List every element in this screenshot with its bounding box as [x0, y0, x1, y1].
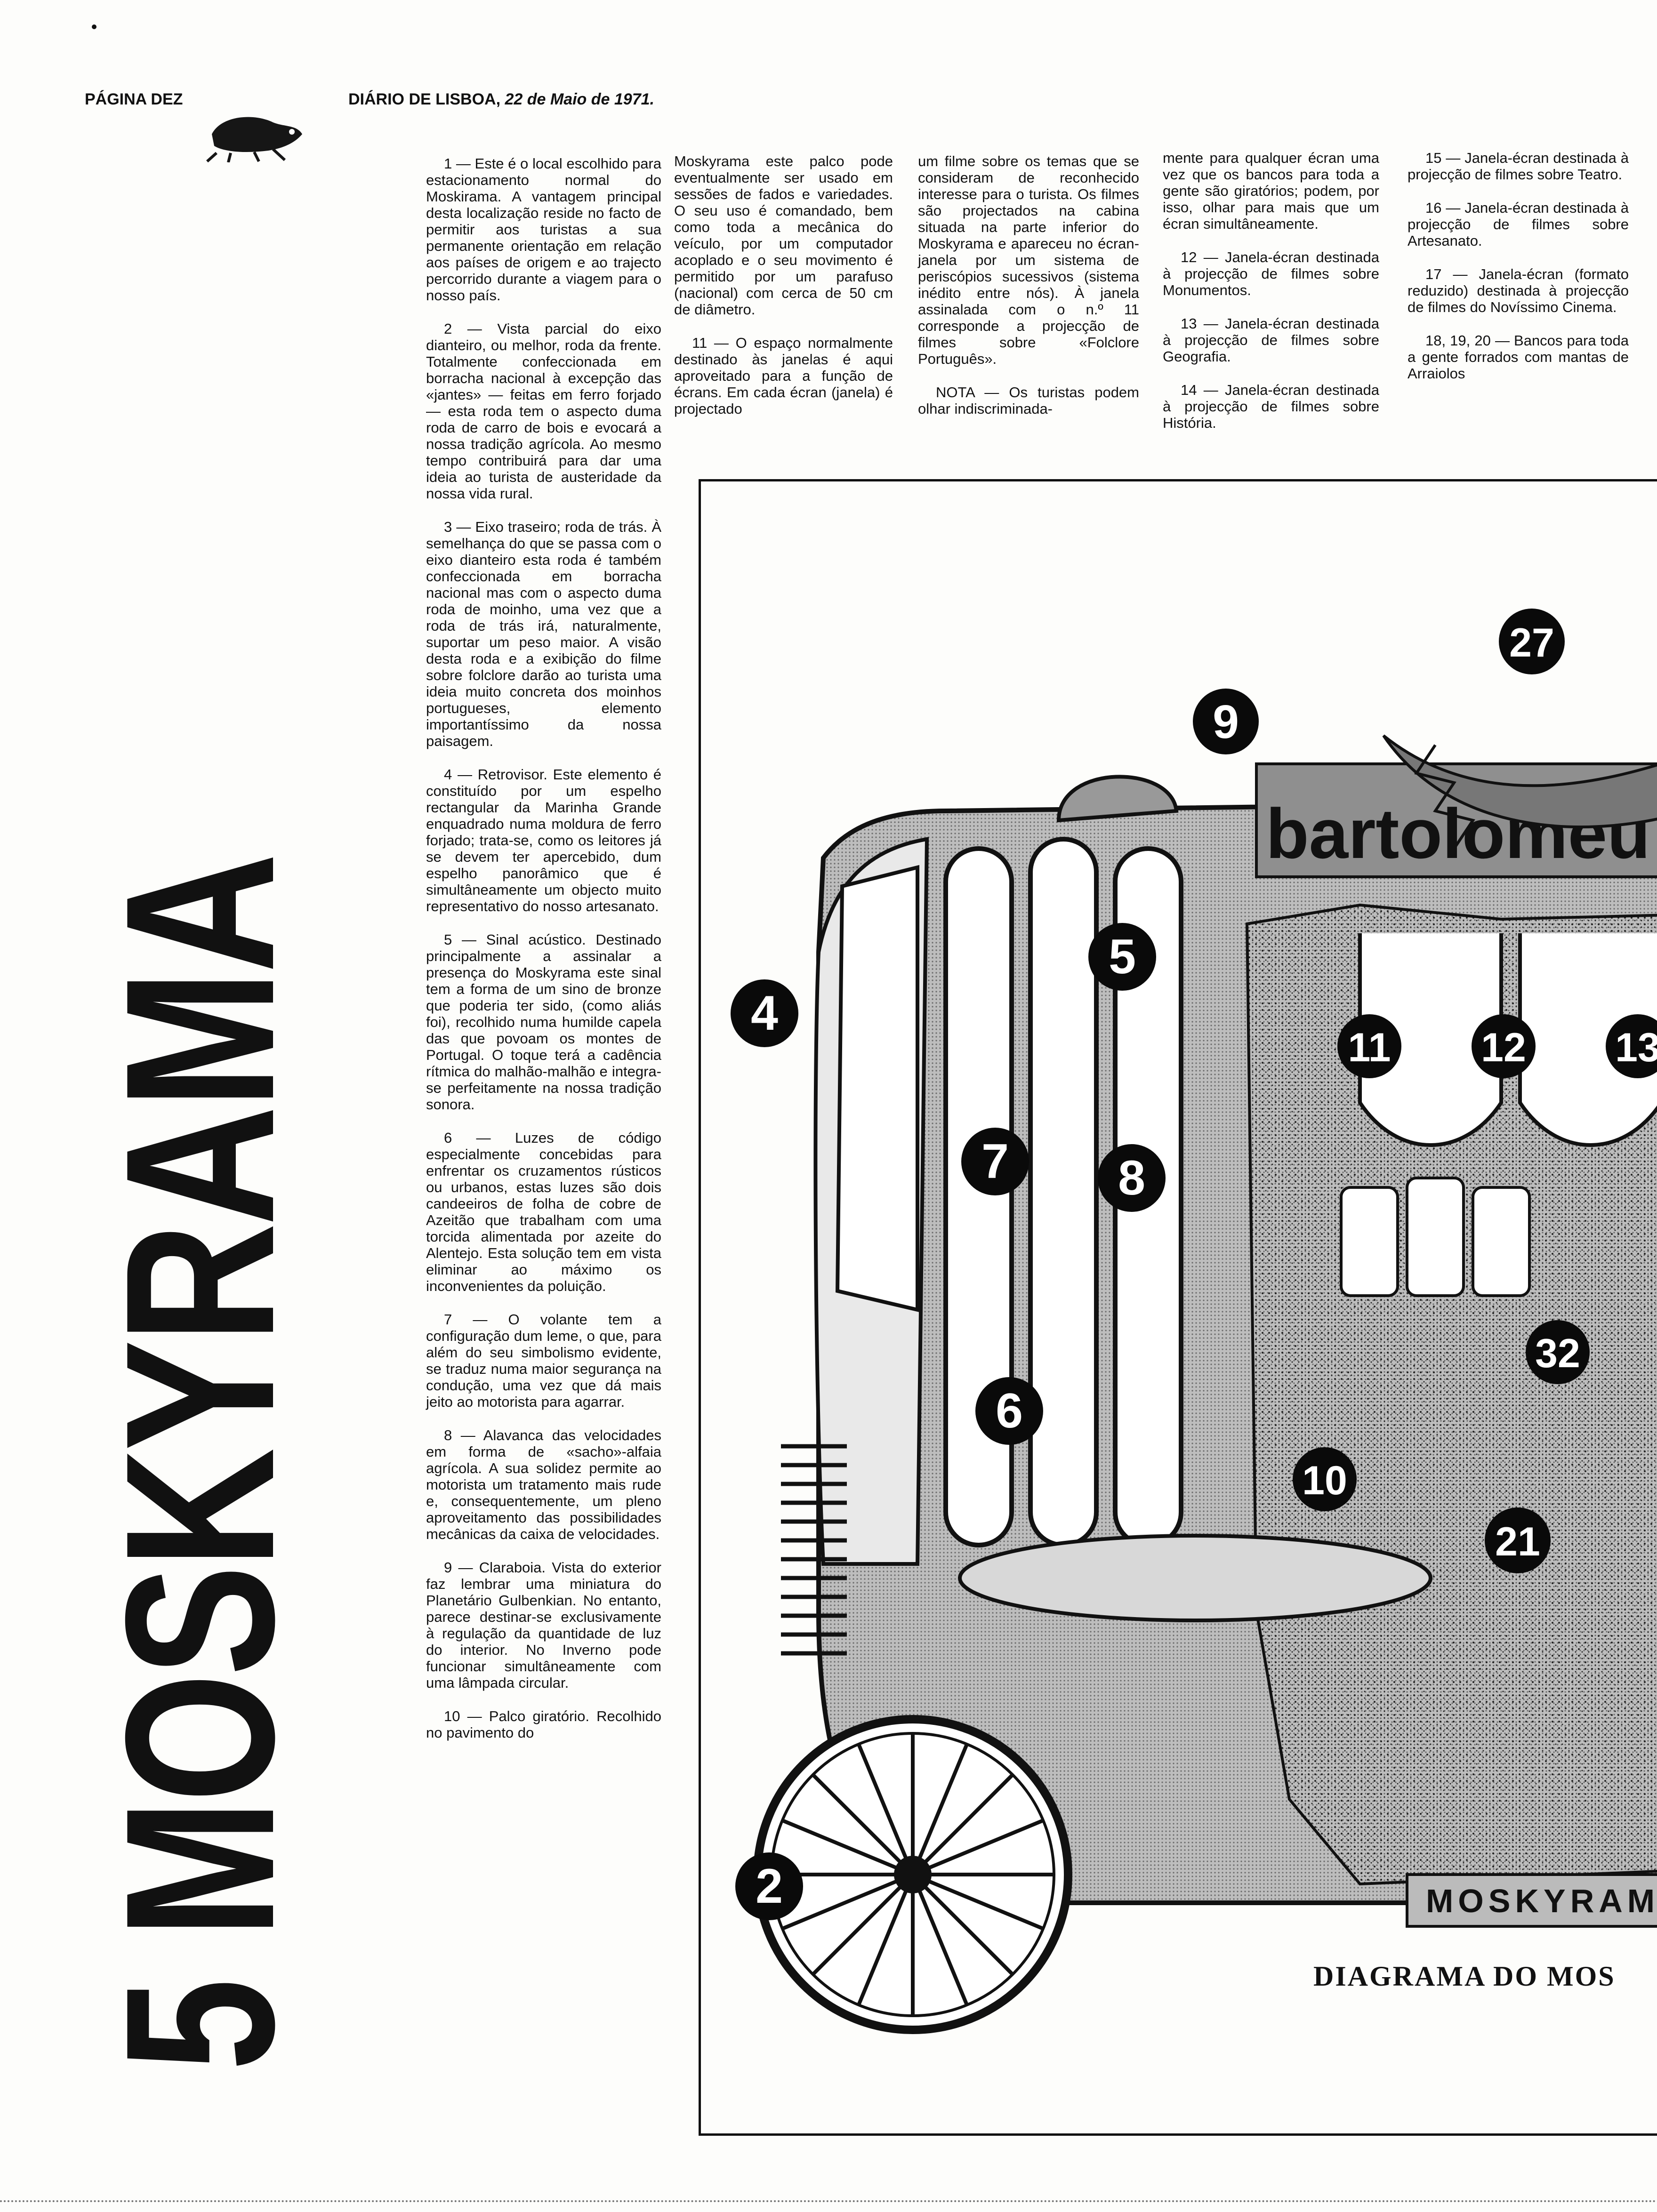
svg-text:13: 13 [1615, 1025, 1657, 1070]
paragraph: 14 — Janela-écran destinada à projecção … [1163, 382, 1379, 431]
label-dot-7: 7 [961, 1128, 1029, 1195]
svg-text:8: 8 [1118, 1151, 1145, 1205]
svg-text:10: 10 [1302, 1458, 1347, 1503]
article-column-5: 15 — Janela-écran destinada à projecção … [1408, 150, 1629, 399]
paragraph: 17 — Janela-écran (formato reduzido) des… [1408, 266, 1629, 315]
vehicle-illustration: bartolomeu pere [731, 609, 1657, 2034]
moskyrama-diagram: bartolomeu pere [699, 479, 1657, 2136]
insect-illustration [206, 117, 302, 162]
label-dot-12: 12 [1472, 1014, 1536, 1078]
screen-window [1518, 933, 1657, 1147]
paragraph: 15 — Janela-écran destinada à projecção … [1408, 150, 1629, 183]
cab-window [943, 846, 1014, 1547]
paragraph: 5 — Sinal acústico. Destinado principalm… [426, 931, 661, 1113]
interior-cutaway [1245, 903, 1657, 1886]
paragraph: 6 — Luzes de código especialmente conceb… [426, 1130, 661, 1294]
skylight-dome [1056, 775, 1179, 823]
article-column-1: 1 — Este é o local escolhido para estaci… [426, 155, 661, 1758]
paragraph: 11 — O espaço normalmente destinado às j… [674, 335, 893, 417]
paragraph: 4 — Retrovisor. Este elemento é constitu… [426, 766, 661, 914]
paragraph: 1 — Este é o local escolhido para estaci… [426, 155, 661, 304]
label-dot-13: 13 [1606, 1014, 1657, 1078]
cab-window [1028, 837, 1099, 1547]
issue-date: 22 de Maio de 1971. [505, 90, 654, 108]
svg-text:5: 5 [1109, 930, 1136, 984]
paragraph: 18, 19, 20 — Bancos para toda a gente fo… [1408, 332, 1629, 382]
label-dot-11: 11 [1337, 1014, 1401, 1078]
paragraph: 9 — Claraboia. Vista do exterior faz lem… [426, 1559, 661, 1691]
page-edge-rule [0, 2200, 1657, 2202]
label-dot-27: 27 [1499, 609, 1565, 674]
windshield [835, 865, 919, 1313]
label-dot-5: 5 [1088, 923, 1156, 991]
interior-barrels [1340, 1177, 1531, 1297]
radiator-grille [781, 1444, 847, 1656]
article-column-4: mente para qualquer écran uma vez que os… [1163, 150, 1379, 448]
svg-text:32: 32 [1535, 1331, 1580, 1376]
svg-text:6: 6 [996, 1384, 1023, 1438]
roof-decoration [1382, 734, 1657, 829]
label-dot-4: 4 [731, 979, 798, 1047]
newspaper-dateline: DIÁRIO DE LISBOA, 22 de Maio de 1971. [348, 90, 654, 109]
article-column-2: Moskyrama este palco pode eventualmente … [674, 153, 893, 434]
screen-window [1358, 933, 1503, 1147]
svg-text:12: 12 [1481, 1025, 1526, 1070]
rotating-stage [958, 1534, 1432, 1622]
plate-text: MOSKYRAMA [1426, 1883, 1657, 1919]
paragraph: 13 — Janela-écran destinada à projecção … [1163, 315, 1379, 365]
front-wheel [753, 1715, 1072, 2034]
paragraph: 12 — Janela-écran destinada à projecção … [1163, 249, 1379, 298]
svg-text:27: 27 [1509, 620, 1554, 665]
label-dot-8: 8 [1098, 1144, 1166, 1212]
label-dot-2: 2 [735, 1852, 803, 1920]
paragraph: 2 — Vista parcial do eixo dianteiro, ou … [426, 321, 661, 502]
svg-text:11: 11 [1348, 1025, 1391, 1070]
label-dot-10: 10 [1293, 1447, 1357, 1511]
newspaper-name: DIÁRIO DE LISBOA, [348, 90, 501, 108]
paragraph: um filme sobre os temas que se considera… [918, 153, 1139, 367]
headline: 5 MOSKYRAMA [81, 856, 319, 2071]
article-column-3: um filme sobre os temas que se considera… [918, 153, 1139, 434]
print-speck [92, 24, 97, 29]
paragraph: 3 — Eixo traseiro; roda de trás. À semel… [426, 519, 661, 749]
paragraph: mente para qualquer écran uma vez que os… [1163, 150, 1379, 232]
paragraph: 7 — O volante tem a configuração dum lem… [426, 1311, 661, 1410]
label-dot-9: 9 [1193, 689, 1259, 754]
spring-coil [1414, 744, 1475, 850]
label-dot-32: 32 [1526, 1320, 1590, 1384]
svg-text:2: 2 [756, 1859, 783, 1914]
svg-text:4: 4 [751, 986, 778, 1041]
svg-text:21: 21 [1495, 1519, 1540, 1564]
svg-text:9: 9 [1213, 696, 1239, 748]
label-dot-21: 21 [1485, 1507, 1551, 1573]
page-label: PÁGINA DEZ [85, 90, 183, 108]
paragraph: NOTA — Os turistas podem olhar indiscrim… [918, 384, 1139, 417]
paragraph: 16 — Janela-écran destinada à projecção … [1408, 200, 1629, 249]
label-dot-6: 6 [975, 1377, 1043, 1445]
diagram-caption: DIAGRAMA DO MOS [1313, 1961, 1616, 1992]
paragraph: 8 — Alavanca das velocidades em forma de… [426, 1427, 661, 1542]
paragraph: 10 — Palco giratório. Recolhido no pavim… [426, 1708, 661, 1741]
svg-text:7: 7 [981, 1134, 1009, 1189]
number-plate [1406, 1873, 1657, 1928]
paragraph: Moskyrama este palco pode eventualmente … [674, 153, 893, 318]
